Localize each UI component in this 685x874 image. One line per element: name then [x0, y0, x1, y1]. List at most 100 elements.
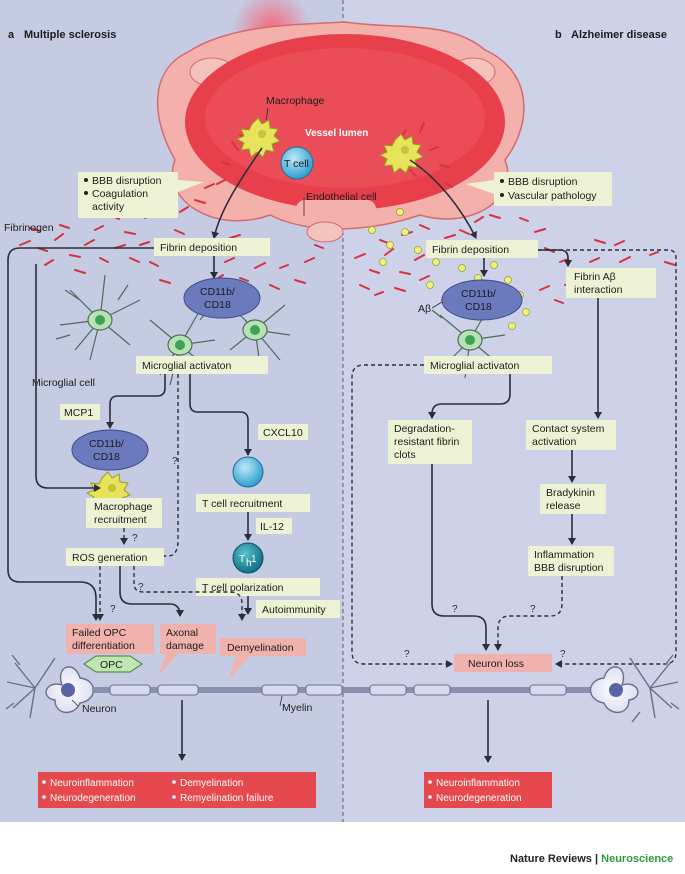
cd11b-left-bottom-line2: CD18 — [93, 451, 120, 463]
il12-label: IL-12 — [260, 521, 284, 533]
fibrin-right-label: Fibrin deposition — [432, 244, 509, 256]
contact-line1: Contact system — [532, 423, 605, 435]
macrophage-right-icon — [378, 133, 424, 174]
t-cell-polarization-label: T cell polarization — [202, 582, 284, 594]
microglial-activation-right-label: Microglial activaton — [430, 360, 519, 372]
cd11b-receptor-left-top: CD11b/ CD18 — [183, 277, 261, 319]
q-mac-ros: ? — [132, 533, 138, 544]
failed-opc-box: Failed OPC differentiation — [66, 624, 154, 654]
fibrin-ab-line1: Fibrin Aβ — [574, 271, 616, 283]
q-fibrin-right-loop: ? — [560, 649, 566, 660]
ms-outcome-1: Neuroinflammation — [50, 778, 134, 789]
q-inflammation: ? — [530, 604, 536, 615]
macrophage-label: Macrophage — [266, 95, 325, 107]
degradation-resistant-box: Degradation- resistant fibrin clots — [388, 420, 472, 464]
autoimmunity-box: Autoimmunity — [256, 600, 340, 618]
il12-box: IL-12 — [256, 518, 292, 534]
neuron-loss-box: Neuron loss — [454, 654, 552, 672]
bbb-box-right: BBB disruption Vascular pathology — [466, 172, 612, 206]
inflammation-box: Inflammation BBB disruption — [528, 546, 614, 576]
ad-outcome-1: Neuroinflammation — [436, 778, 520, 789]
bbb-box-left: BBB disruption Coagulation activity — [78, 172, 204, 218]
mcp1-label: MCP1 — [64, 407, 93, 419]
vessel-lumen-label: Vessel lumen — [305, 128, 368, 139]
bradykinin-box: Bradykinin release — [540, 484, 606, 514]
t-cell-label: T cell — [284, 158, 309, 170]
th1-sub: h — [246, 558, 252, 569]
th1-tail: 1 — [251, 554, 257, 565]
cd11b-left-top-line1: CD11b/ — [200, 286, 235, 298]
bradykinin-line2: release — [546, 500, 581, 512]
panel-a-title: Multiple sclerosis — [24, 29, 116, 41]
cd11b-right-line1: CD11b/ — [461, 288, 496, 300]
macrophage-recruitment-box: Macrophage recruitment — [86, 498, 162, 528]
bbb-left-line2: Coagulation — [92, 188, 148, 200]
axonal-damage-box: Axonal damage — [158, 624, 216, 676]
t-cell-icon: T cell — [280, 146, 314, 180]
bbb-right-line2: Vascular pathology — [508, 190, 597, 202]
panel-b-title: Alzheimer disease — [571, 29, 667, 41]
contact-line2: activation — [532, 436, 577, 448]
bbb-left-line1: BBB disruption — [92, 175, 162, 187]
footer-credit: Nature Reviews | Neuroscience — [510, 853, 673, 865]
demyelination-label: Demyelination — [227, 642, 294, 654]
degradation-line2: resistant fibrin — [394, 436, 460, 448]
macrophage-recruitment-line2: recruitment — [94, 514, 147, 526]
macrophage-left-icon — [235, 117, 281, 158]
mcp1-box: MCP1 — [60, 404, 100, 420]
fibrin-deposition-left: Fibrin deposition — [154, 238, 270, 256]
th1-main: T — [239, 554, 245, 565]
q-ros-opc: ? — [110, 604, 116, 615]
cd11b-left-top-line2: CD18 — [204, 299, 231, 311]
failed-opc-line1: Failed OPC — [72, 627, 127, 639]
bbb-left-line3: activity — [92, 201, 125, 213]
opc-cell-icon: OPC — [83, 655, 143, 673]
cd11b-right-line2: CD18 — [465, 301, 492, 313]
axon-right — [369, 684, 567, 696]
neuron-left-label: Neuron — [82, 703, 117, 715]
neuron-loss-label: Neuron loss — [468, 658, 524, 670]
panel-a-letter: a — [8, 29, 15, 41]
svg-text:Nature Reviews | Neuroscience: Nature Reviews | Neuroscience — [510, 853, 673, 865]
q-microglia-ros: ? — [172, 456, 178, 467]
macrophage-recruitment-line1: Macrophage — [94, 501, 153, 513]
myelin-label: Myelin — [282, 702, 313, 714]
cd11b-left-bottom-line1: CD11b/ — [89, 438, 124, 450]
q-degradation: ? — [452, 604, 458, 615]
abeta-label: Aβ — [418, 303, 431, 315]
endothelial-cell-label: Endothelial cell — [306, 191, 377, 203]
t-cell-recruitment-label: T cell recruitment — [202, 498, 282, 510]
t-cell-recruitment-box: T cell recruitment — [196, 494, 310, 512]
ms-outcome-3: Demyelination — [180, 778, 243, 789]
inflammation-line2: BBB disruption — [534, 562, 604, 574]
microglial-activation-right: Microglial activaton — [424, 356, 552, 374]
axon-left — [109, 684, 343, 696]
fibrin-left-label: Fibrin deposition — [160, 242, 237, 254]
failed-opc-line2: differentiation — [72, 640, 135, 652]
degradation-line1: Degradation- — [394, 423, 455, 435]
fibrin-deposition-right: Fibrin deposition — [426, 240, 538, 258]
ms-outcome-4: Remyelination failure — [180, 793, 274, 804]
q-ros-demyel: ? — [138, 582, 144, 593]
fibrin-ab-box: Fibrin Aβ interaction — [566, 268, 656, 298]
axonal-damage-line2: damage — [166, 640, 204, 652]
cxcl10-label: CXCL10 — [263, 427, 303, 439]
cd11b-receptor-left-bottom: CD11b/ CD18 — [71, 429, 149, 471]
axonal-damage-line1: Axonal — [166, 627, 198, 639]
q-right-left-loop: ? — [404, 649, 410, 660]
autoimmunity-label: Autoimmunity — [262, 604, 326, 616]
demyelination-box: Demyelination — [220, 638, 306, 680]
footer-separator: | — [592, 853, 601, 865]
fibrin-ab-line2: interaction — [574, 284, 623, 296]
ms-outcomes-box: Neuroinflammation Neurodegeneration Demy… — [38, 772, 316, 808]
degradation-line3: clots — [394, 449, 416, 461]
t-cell-polarization-box: T cell polarization — [196, 578, 320, 596]
bradykinin-line1: Bradykinin — [546, 487, 595, 499]
ros-generation-box: ROS generation — [66, 548, 164, 566]
opc-label: OPC — [100, 659, 123, 671]
microglia-left-icon — [55, 274, 291, 386]
th1-cell-icon: T h 1 — [232, 542, 264, 574]
cd11b-receptor-right: CD11b/ CD18 — [441, 279, 523, 321]
contact-system-box: Contact system activation — [526, 420, 616, 450]
